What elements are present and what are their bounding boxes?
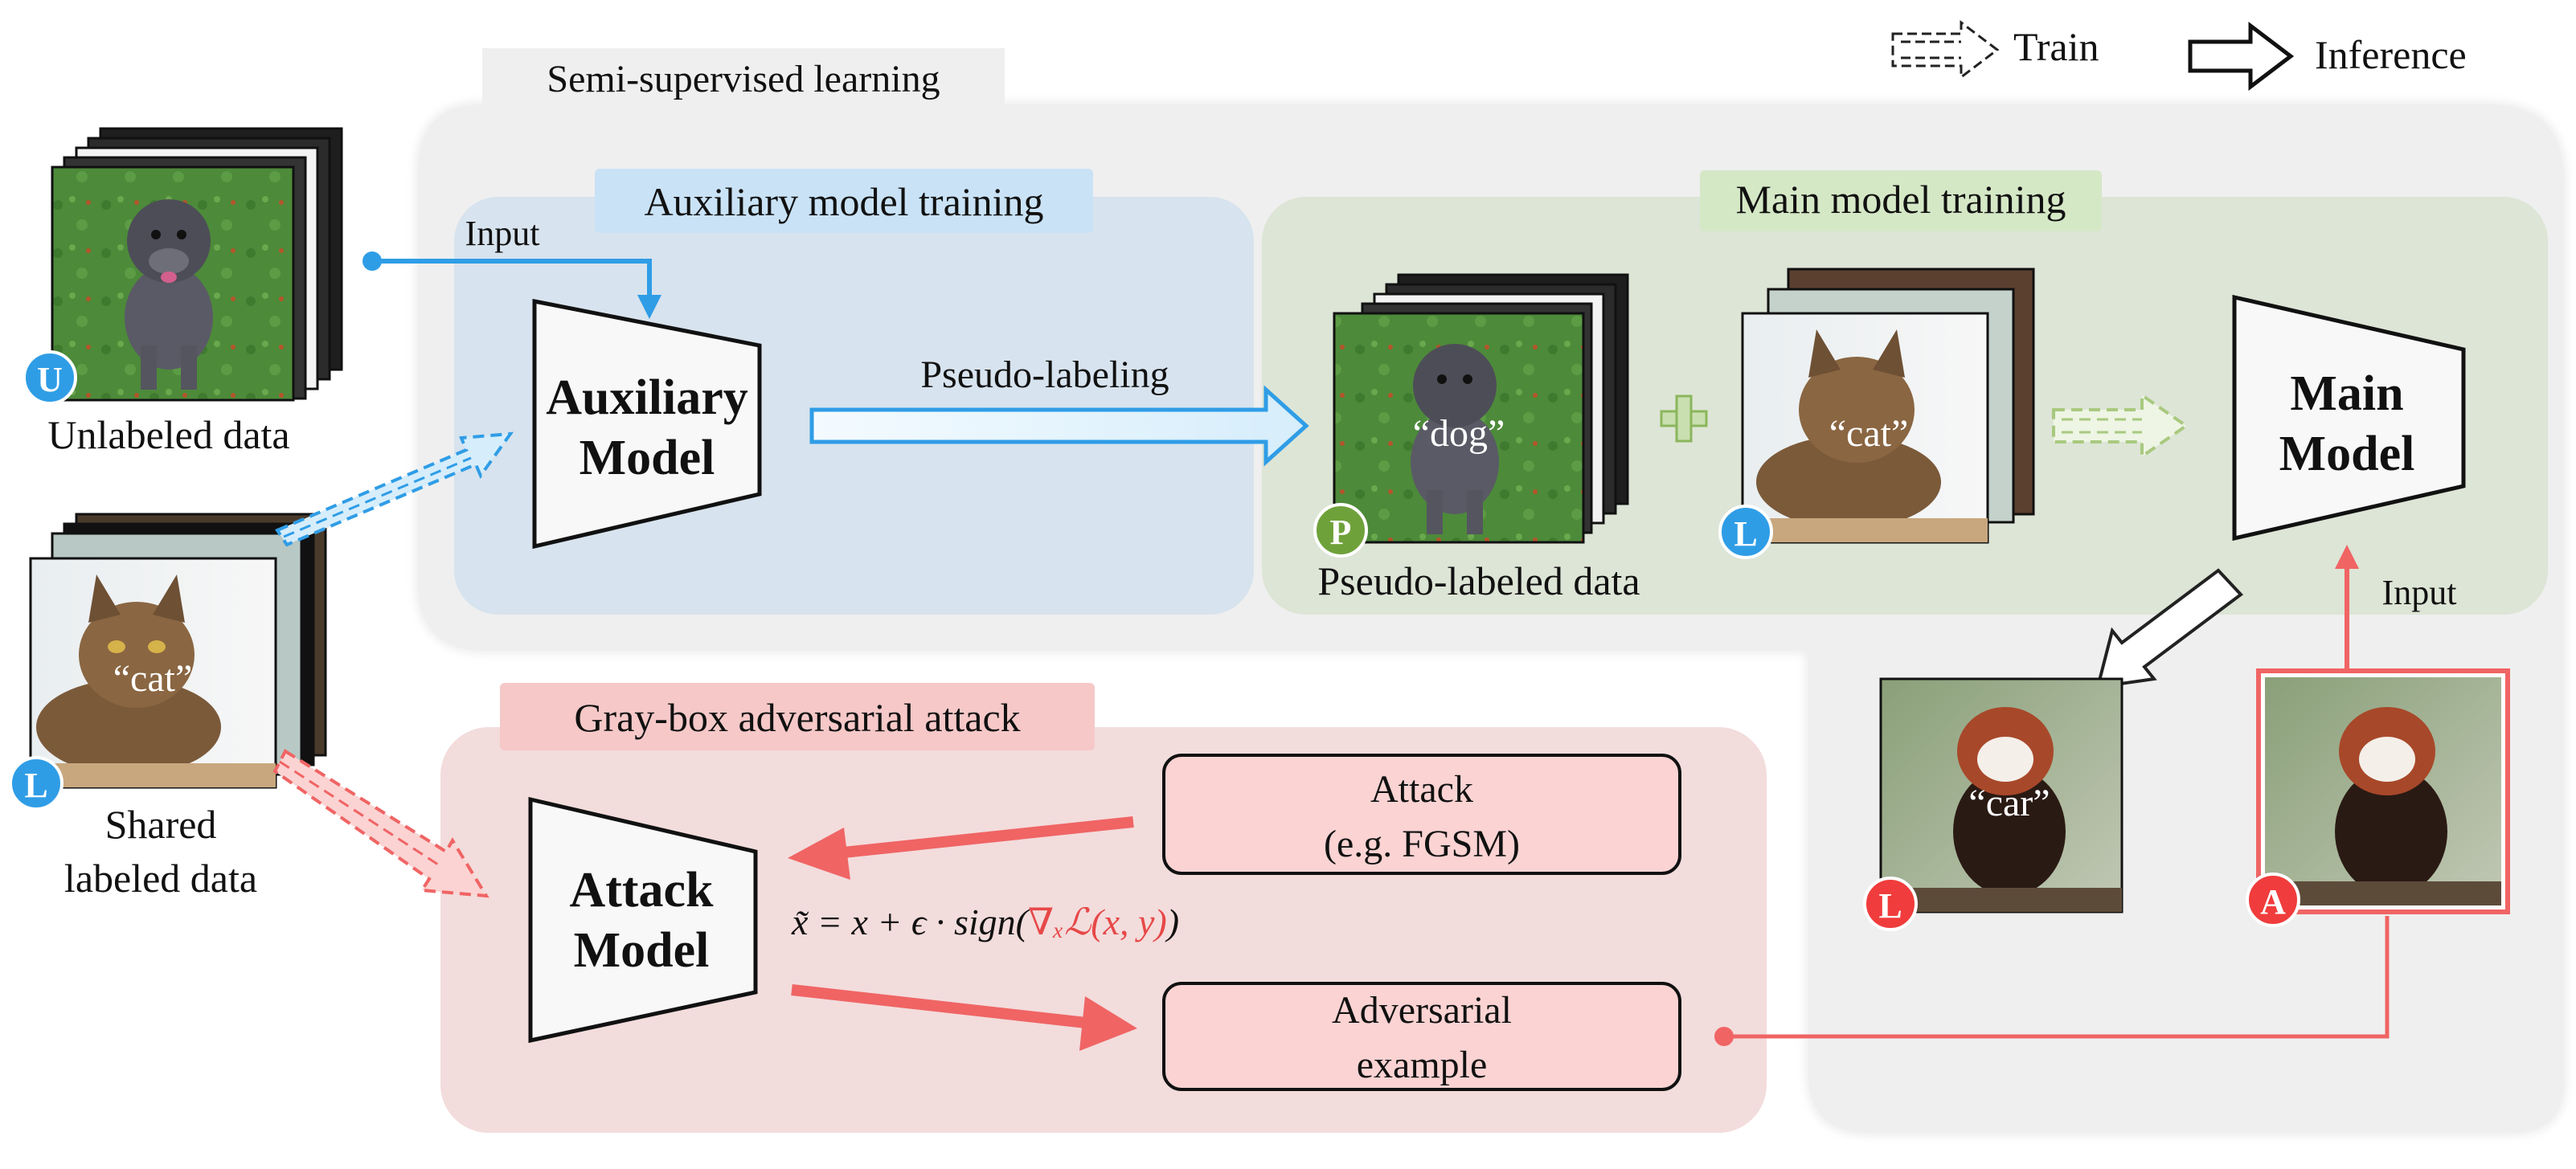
input-arrow-unlabeled: Input (362, 214, 661, 319)
svg-text:L: L (24, 766, 47, 805)
badge-p: P (1313, 503, 1368, 558)
svg-text:Train: Train (2013, 24, 2099, 69)
svg-text:Adversarial: Adversarial (1332, 989, 1512, 1032)
svg-text:U: U (37, 360, 63, 399)
svg-text:Model: Model (579, 431, 715, 485)
badge-l-prediction: L (1863, 877, 1918, 931)
badge-a: A (2246, 873, 2300, 927)
train-arrow-shared-to-attack (272, 749, 489, 898)
model-to-adversarial-arrow (791, 984, 1137, 1051)
pseudo-labeled-data-stack: “dog” (1333, 273, 1629, 544)
legend-train: Train (1891, 19, 2099, 80)
attack-label: Gray-box adversarial attack (500, 683, 1095, 750)
svg-text:Gray-box adversarial attack: Gray-box adversarial attack (574, 695, 1020, 740)
badge-l-shared: L (9, 756, 63, 811)
attack-method-box: Attack (e.g. FGSM) (1162, 754, 1681, 875)
svg-text:Main model training: Main model training (1735, 177, 2066, 222)
svg-text:“cat”: “cat” (1829, 412, 1909, 455)
auxiliary-training-label: Auxiliary model training (595, 169, 1093, 233)
prediction-image: “car” (1879, 677, 2123, 914)
svg-text:“dog”: “dog” (1413, 412, 1505, 455)
attack-model: Attack Model (528, 796, 758, 1044)
labeled-data-stack-main: “cat” (1741, 268, 2035, 544)
shared-labeled-data-stack: “cat” (29, 513, 327, 789)
unlabeled-data-label: Unlabeled data (47, 412, 289, 457)
adversarial-example-box: Adversarial example (1162, 982, 1681, 1091)
svg-text:Attack: Attack (569, 863, 714, 918)
hollow-arrow-icon (2188, 21, 2295, 92)
dog-image (125, 199, 213, 390)
badge-l-main: L (1718, 505, 1773, 559)
svg-text:P: P (1330, 513, 1352, 552)
pseudo-labeled-data-label: Pseudo-labeled data (1317, 558, 1640, 603)
input-arrow-adversarial: Input (2335, 545, 2457, 671)
svg-text:Input: Input (2382, 573, 2457, 612)
svg-text:labeled data: labeled data (64, 856, 257, 901)
semi-supervised-label: Semi-supervised learning (482, 48, 1005, 108)
svg-text:Semi-supervised learning: Semi-supervised learning (547, 58, 940, 100)
svg-text:“car”: “car” (1968, 782, 2050, 824)
svg-text:Main: Main (2290, 366, 2403, 421)
svg-text:(e.g. FGSM): (e.g. FGSM) (1324, 823, 1520, 865)
cat-image (31, 574, 276, 787)
attack-to-model-arrow (788, 816, 1134, 880)
svg-text:Inference: Inference (2315, 32, 2467, 77)
legend-inference: Inference (2188, 21, 2467, 92)
train-arrow-to-main (2052, 392, 2189, 460)
main-model: Main Model (2232, 294, 2466, 542)
adversarial-output-line (1714, 916, 2390, 1046)
cat-image (1743, 329, 1988, 542)
badge-u: U (23, 350, 77, 405)
plus-icon (1660, 394, 1708, 443)
inference-arrow (2095, 568, 2243, 689)
unlabeled-data-stack (51, 127, 343, 402)
train-arrow-shared-to-auxiliary (274, 431, 514, 547)
svg-text:“cat”: “cat” (113, 657, 193, 700)
svg-text:example: example (1357, 1044, 1488, 1086)
pseudo-labeling-arrow: Pseudo-labeling (809, 354, 1309, 467)
dog-image (1411, 344, 1499, 534)
svg-text:Auxiliary model training: Auxiliary model training (644, 179, 1043, 224)
svg-text:Model: Model (2279, 427, 2415, 481)
fgsm-formula: x̃ = x + ϵ · sign(∇ₓℒ(x, y)) (791, 901, 1179, 942)
svg-text:Attack: Attack (1370, 768, 1473, 811)
svg-text:Input: Input (465, 214, 540, 253)
svg-text:L: L (1878, 886, 1902, 926)
dashed-double-arrow-icon (1891, 19, 2000, 80)
adversarial-image (2256, 668, 2510, 914)
svg-text:Auxiliary: Auxiliary (546, 370, 747, 425)
svg-text:Model: Model (574, 923, 710, 978)
svg-text:Shared: Shared (105, 802, 217, 847)
shared-labeled-data-label: Shared labeled data (64, 802, 257, 901)
svg-text:A: A (2260, 882, 2286, 922)
main-training-label: Main model training (1700, 170, 2102, 231)
svg-text:L: L (1734, 514, 1757, 554)
auxiliary-model: Auxiliary Model (532, 298, 762, 550)
svg-text:Pseudo-labeling: Pseudo-labeling (920, 354, 1169, 396)
